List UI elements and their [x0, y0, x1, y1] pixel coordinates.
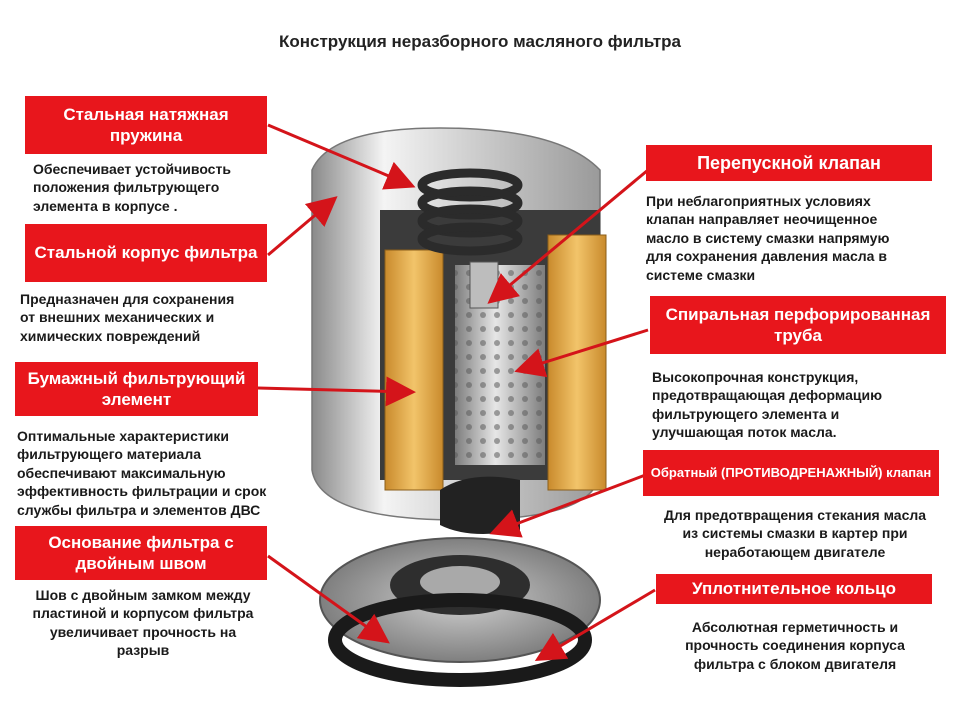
label-bypass-valve: Перепускной клапан	[646, 145, 932, 181]
desc-bypass-valve: При неблагоприятных условиях клапан напр…	[646, 193, 890, 283]
arrow-housing	[267, 196, 338, 257]
label-paper-element: Бумажный фильтрующий элемент	[15, 362, 258, 416]
label-anti-drain-valve: Обратный (ПРОТИВОДРЕНАЖНЫЙ) клапан	[643, 450, 939, 496]
sealing-ring	[328, 593, 592, 687]
arrow-bypass	[487, 168, 649, 304]
arrow-paper	[257, 376, 416, 407]
label-steel-housing: Стальной корпус фильтра	[25, 224, 267, 282]
label-tension-spring: Стальная натяжная пружина	[25, 96, 267, 154]
anti-drain-valve	[440, 476, 520, 534]
desc-tension-spring: Обеспечивает устойчивость положения филь…	[33, 161, 231, 214]
arrow-base	[267, 554, 390, 644]
label-base-double-seam: Основание фильтра с двойным швом	[15, 526, 267, 580]
arrow-antidrain	[489, 472, 649, 538]
arrow-tube	[514, 328, 649, 378]
desc-perforated-tube: Высокопрочная конструкция, предотвращающ…	[652, 369, 883, 441]
spring	[417, 168, 523, 256]
desc-steel-housing: Предназначен для сохранения от внешних м…	[20, 291, 235, 344]
desc-anti-drain-valve: Для предотвращения стекания масла из сис…	[663, 507, 927, 560]
page-title: Конструкция неразборного масляного фильт…	[279, 32, 681, 51]
label-sealing-ring: Уплотнительное кольцо	[656, 574, 932, 604]
desc-base-double-seam: Шов с двойным замком между пластиной и к…	[32, 587, 254, 659]
paper-left	[384, 249, 444, 491]
arrow-seal	[534, 588, 656, 662]
label-perforated-tube: Спиральная перфорированная труба	[650, 296, 946, 354]
desc-paper-element: Оптимальные характеристики фильтрующего …	[17, 428, 267, 518]
pointer-arrows	[257, 123, 656, 662]
paper-right	[547, 234, 607, 491]
bypass-valve	[469, 261, 499, 309]
arrow-spring	[267, 123, 416, 190]
desc-sealing-ring: Абсолютная герметичность и прочность сое…	[685, 619, 905, 672]
